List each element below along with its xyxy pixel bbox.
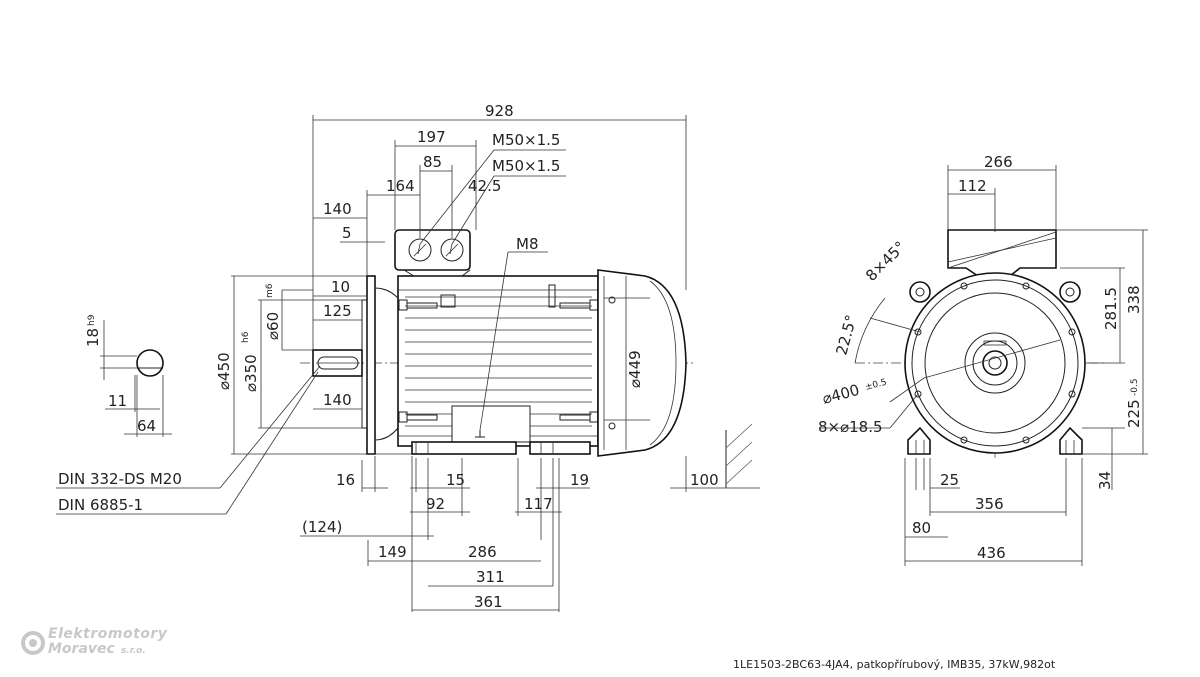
dim-foot-c: 92 bbox=[426, 495, 445, 513]
dim-box-offset: 164 bbox=[386, 177, 415, 195]
dim-foot-ht: 34 bbox=[1096, 471, 1114, 490]
company-logo: Elektromotory Moravec s.r.o. bbox=[20, 624, 220, 664]
dim-key-width: 11 bbox=[108, 392, 127, 410]
dim-shaft-ht: 225 bbox=[1125, 399, 1143, 428]
dim-foot-hole: 25 bbox=[940, 471, 959, 489]
end-view-dimension-lines bbox=[820, 165, 1148, 566]
dim-311: 311 bbox=[476, 568, 505, 586]
dim-gland-spacing: 85 bbox=[423, 153, 442, 171]
dim-foot-spacing: 356 bbox=[975, 495, 1004, 513]
dim-foot-80: 80 bbox=[912, 519, 931, 537]
dim-flange-to-box: 140 bbox=[323, 200, 352, 218]
dim-body-diameter: ⌀449 bbox=[626, 350, 644, 388]
dim-key-height: 18 bbox=[84, 328, 102, 347]
end-view bbox=[855, 229, 1105, 460]
drawing-caption: 1LE1503-2BC63-4JA4, patkopřírubový, IMB3… bbox=[733, 658, 1056, 671]
dim-shaft-height: 64 bbox=[137, 417, 156, 435]
dim-spigot-tol: h6 bbox=[241, 331, 251, 343]
dim-shaft-diameter: ⌀60 bbox=[264, 312, 282, 340]
dim-foot-b: 15 bbox=[446, 471, 465, 489]
dim-ref-124: (124) bbox=[302, 518, 342, 536]
side-view bbox=[300, 229, 695, 457]
dim-chamfer: 8×45° bbox=[862, 238, 909, 285]
dim-side-box: 112 bbox=[958, 177, 987, 195]
logo-line-2: Moravec s.r.o. bbox=[48, 641, 146, 657]
dim-shaft-key-length: 140 bbox=[323, 391, 352, 409]
dim-rear-clear: 100 bbox=[690, 471, 719, 489]
dim-angle: 22.5° bbox=[832, 313, 860, 357]
dim-earth-thread: M8 bbox=[516, 235, 539, 253]
gear-icon bbox=[21, 631, 45, 655]
dim-286: 286 bbox=[468, 543, 497, 561]
dim-thread-1: M50×1.5 bbox=[492, 131, 560, 149]
side-view-dimension-lines bbox=[56, 115, 760, 612]
dim-thread-2: M50×1.5 bbox=[492, 157, 560, 175]
dim-height-338: 338 bbox=[1125, 285, 1143, 314]
dim-361: 361 bbox=[474, 593, 503, 611]
dim-gland-offset: 42.5 bbox=[468, 177, 501, 195]
note-din-6885: DIN 6885-1 bbox=[58, 496, 143, 514]
logo-suffix: s.r.o. bbox=[120, 646, 146, 656]
dim-pcd: ⌀400 bbox=[820, 381, 861, 408]
logo-line-1: Elektromotory bbox=[48, 626, 168, 642]
dim-foot-d: 117 bbox=[524, 495, 553, 513]
dim-key-tol: h9 bbox=[87, 314, 97, 326]
dim-flange-diameter: ⌀450 bbox=[215, 352, 233, 390]
dim-pcd-tol: ±0.5 bbox=[864, 378, 888, 393]
dim-149: 149 bbox=[378, 543, 407, 561]
dim-flange-thickness: 10 bbox=[331, 278, 350, 296]
dim-foot-e: 19 bbox=[570, 471, 589, 489]
dim-side-width: 266 bbox=[984, 153, 1013, 171]
key-section bbox=[100, 320, 172, 437]
dim-shaft-tol: m6 bbox=[265, 283, 275, 298]
dim-shaft-ht-tol: -0.5 bbox=[1130, 378, 1140, 396]
dim-height-281: 281.5 bbox=[1102, 287, 1120, 330]
ground-hatch bbox=[725, 423, 753, 488]
dim-shaft-length: 125 bbox=[323, 302, 352, 320]
logo-name: Moravec bbox=[48, 641, 115, 657]
note-din-332: DIN 332-DS M20 bbox=[58, 470, 182, 488]
dim-box-width: 197 bbox=[417, 128, 446, 146]
dim-holes: 8×⌀18.5 bbox=[818, 418, 883, 436]
dim-spigot-diameter: ⌀350 bbox=[242, 354, 260, 392]
dim-overall-length: 928 bbox=[485, 102, 514, 120]
dim-flange-side: 16 bbox=[336, 471, 355, 489]
dim-spigot-depth: 5 bbox=[342, 224, 352, 242]
dim-foot-total: 436 bbox=[977, 544, 1006, 562]
